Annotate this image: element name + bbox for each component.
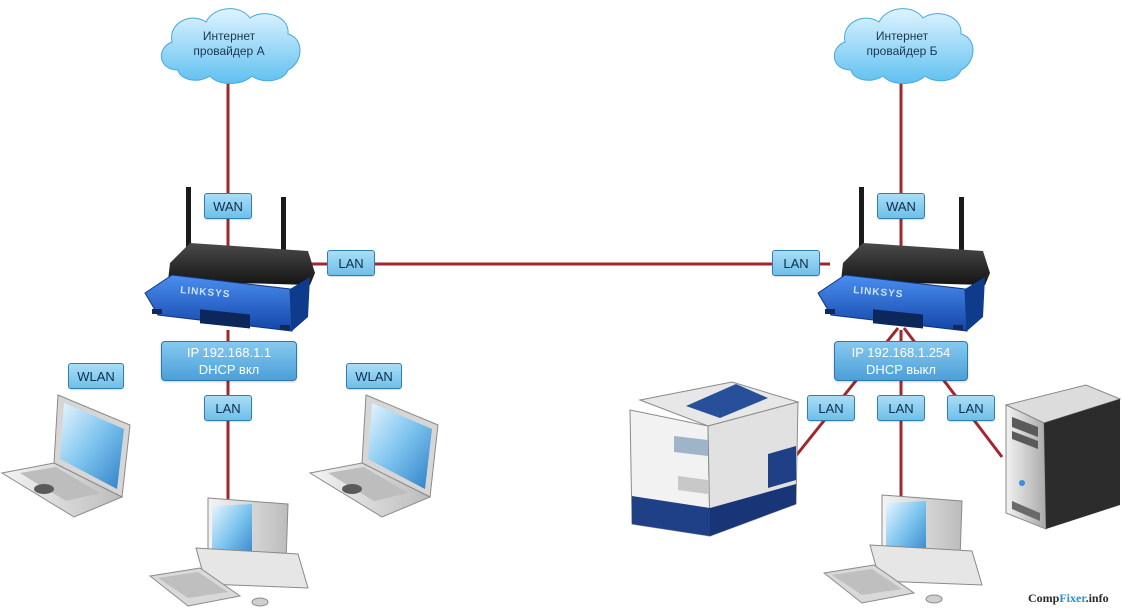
antenna [281, 197, 286, 261]
cloud-a-line1: Интернет [202, 29, 256, 43]
router-brand: LINKSYS [853, 285, 904, 300]
router-b-info: IP 192.168.1.254 DHCP выкл [834, 341, 968, 381]
lan-label-server: LAN [947, 395, 995, 421]
cloud-provider-a [161, 8, 301, 84]
cloud-provider-a-label: Интернет провайдер А [175, 26, 283, 62]
router-a-info: IP 192.168.1.1 DHCP вкл [161, 341, 297, 381]
cloud-b-line2: провайдер Б [866, 44, 938, 58]
wan-label-a: WAN [204, 193, 252, 219]
router-b-ip: IP 192.168.1.254 [851, 345, 951, 360]
wlan-label-center: WLAN [346, 363, 402, 389]
router-b: LINKSYS [817, 187, 990, 332]
router-a: LINKSYS [144, 187, 315, 332]
cloud-a-line2: провайдер А [193, 44, 265, 58]
lan-label-printer: LAN [807, 395, 855, 421]
antenna [959, 197, 964, 261]
server-tower [1004, 384, 1122, 530]
lan-label-pc-a: LAN [204, 395, 252, 421]
router-b-dhcp: DHCP выкл [866, 362, 936, 377]
lan-label-pc-b: LAN [877, 395, 925, 421]
watermark-comp: Comp [1028, 591, 1060, 605]
laptop-left [0, 394, 131, 518]
router-a-dhcp: DHCP вкл [198, 362, 260, 377]
cloud-provider-b-label: Интернет провайдер Б [848, 26, 956, 62]
printer-mfp [629, 381, 800, 537]
desktop-pc-a [148, 497, 309, 607]
watermark-info: .info [1085, 591, 1109, 605]
antenna [859, 187, 864, 263]
router-a-ip: IP 192.168.1.1 [186, 345, 272, 360]
watermark: CompFixer.info [1028, 591, 1109, 606]
antenna [186, 187, 191, 263]
wlan-label-left: WLAN [68, 363, 124, 389]
lan-label-router-a: LAN [327, 250, 375, 276]
desktop-pc-b [822, 494, 983, 604]
lan-label-router-b: LAN [772, 250, 820, 276]
wan-label-b: WAN [877, 193, 925, 219]
router-brand: LINKSYS [180, 285, 231, 300]
laptop-center [308, 394, 439, 518]
cloud-b-line1: Интернет [875, 29, 929, 43]
cloud-provider-b [834, 8, 974, 84]
watermark-fixer: Fixer [1059, 591, 1086, 605]
